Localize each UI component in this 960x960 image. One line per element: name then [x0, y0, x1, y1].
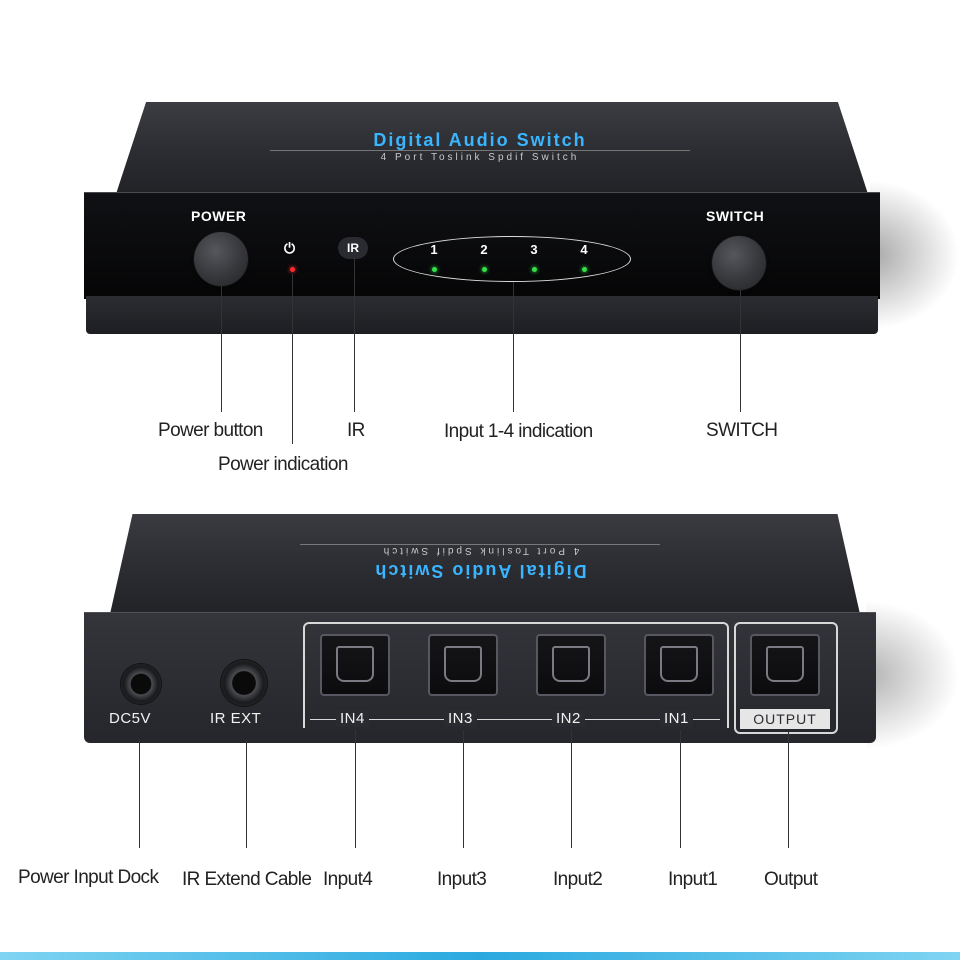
port-label-in1: IN1 [660, 710, 693, 727]
front-device-top [116, 102, 868, 194]
power-label: POWER [191, 208, 247, 224]
dc-power-jack [121, 664, 161, 704]
power-led [290, 267, 295, 272]
port-label-in3: IN3 [444, 710, 477, 727]
front-device-base [86, 296, 878, 334]
ir-receiver-label: IR [338, 237, 368, 259]
ir-ext-jack [221, 660, 267, 706]
callout-power-input-dock: Power Input Dock [18, 867, 159, 888]
callout-line-input1 [680, 730, 681, 848]
led-number-4: 4 [580, 242, 588, 257]
toslink-port-in1 [644, 634, 714, 696]
switch-label: SWITCH [706, 208, 765, 224]
back-device-subtitle: 4 Port Toslink Spdif Switch [300, 544, 660, 556]
power-button [194, 232, 248, 286]
callout-ir: IR [347, 420, 365, 441]
front-device-shadow [870, 180, 960, 330]
output-label: OUTPUT [740, 709, 830, 729]
toslink-port-output [750, 634, 820, 696]
callout-line-switch [740, 290, 741, 412]
back-device-title: Digital Audio Switch [373, 561, 587, 581]
port-label-in2: IN2 [552, 710, 585, 727]
input-ports-frame [303, 622, 729, 728]
callout-input4: Input4 [323, 869, 373, 890]
callout-line-input-indication [513, 282, 514, 412]
callout-ir-extend-cable: IR Extend Cable [182, 869, 312, 890]
callout-line-output [788, 732, 789, 848]
dc5v-label: DC5V [109, 710, 152, 727]
callout-input3: Input3 [437, 869, 487, 890]
toslink-port-in3 [428, 634, 498, 696]
callout-line-ir-extend [246, 740, 247, 848]
power-icon: ⏻ [284, 240, 296, 256]
callout-line-ir [354, 258, 355, 412]
output-port-frame [734, 622, 838, 734]
ir-ext-label: IR EXT [210, 710, 262, 727]
callout-line-power-input [139, 740, 140, 848]
toslink-port-in4 [320, 634, 390, 696]
toslink-port-in2 [536, 634, 606, 696]
callout-line-input3 [463, 730, 464, 848]
switch-button [712, 236, 766, 290]
bottom-accent-strip [0, 952, 960, 960]
callout-line-power-button [221, 286, 222, 412]
led-number-3: 3 [530, 242, 538, 257]
front-device-photo: Digital Audio Switch 4 Port Toslink Spdi… [0, 0, 960, 340]
callout-line-power-indication [292, 274, 293, 444]
callout-line-input2 [571, 730, 572, 848]
port-label-row: IN4 IN3 IN2 IN1 [310, 710, 720, 730]
callout-line-input4 [355, 730, 356, 848]
input-led-4 [582, 267, 587, 272]
input-led-2 [482, 267, 487, 272]
front-device-subtitle: 4 Port Toslink Spdif Switch [270, 150, 690, 163]
back-device-top [110, 514, 860, 614]
callout-input1: Input1 [668, 869, 718, 890]
callout-input2: Input2 [553, 869, 603, 890]
back-device-shadow [866, 600, 960, 750]
input-indicator-ring [393, 236, 631, 282]
led-number-1: 1 [430, 242, 438, 257]
port-label-in4: IN4 [336, 710, 369, 727]
callout-switch: SWITCH [706, 420, 778, 441]
input-led-1 [432, 267, 437, 272]
port-label-divider [310, 719, 720, 720]
front-device-title: Digital Audio Switch [373, 130, 587, 150]
callout-output: Output [764, 869, 818, 890]
callout-power-indication: Power indication [218, 454, 348, 475]
callout-input-indication: Input 1-4 indication [444, 421, 593, 442]
led-number-2: 2 [480, 242, 488, 257]
input-led-3 [532, 267, 537, 272]
callout-power-button: Power button [158, 420, 263, 441]
